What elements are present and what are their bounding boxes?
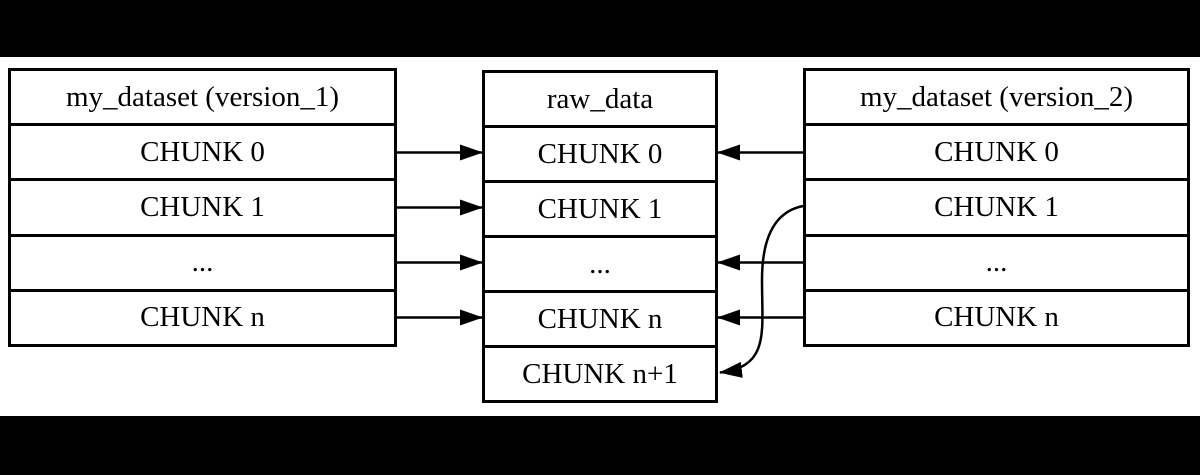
letterbox-top <box>0 0 1200 57</box>
table-row: CHUNK n <box>485 290 715 345</box>
table-row: CHUNK 0 <box>806 123 1187 178</box>
table-my-dataset-version1: my_dataset (version_1) CHUNK 0 CHUNK 1 .… <box>8 68 397 347</box>
table-row: ... <box>485 235 715 290</box>
table-row: CHUNK n+1 <box>485 345 715 400</box>
table-row: CHUNK 1 <box>806 178 1187 233</box>
table-row: CHUNK 0 <box>485 125 715 180</box>
table-version2-title: my_dataset (version_2) <box>859 80 1133 113</box>
table-row: CHUNK 0 <box>11 123 394 178</box>
letterbox-bottom <box>0 416 1200 475</box>
table-version1-title: my_dataset (version_1) <box>65 80 339 113</box>
table-row: CHUNK 1 <box>11 178 394 233</box>
table-my-dataset-version2: my_dataset (version_2) CHUNK 0 CHUNK 1 .… <box>803 68 1190 347</box>
table-row: ... <box>806 233 1187 289</box>
table-row: CHUNK 1 <box>485 180 715 235</box>
table-raw-data: raw_data CHUNK 0 CHUNK 1 ... CHUNK n CHU… <box>482 70 718 403</box>
table-row: CHUNK n <box>806 288 1187 344</box>
table-raw-data-title: raw_data <box>546 82 654 115</box>
table-row: ... <box>11 233 394 289</box>
table-row: CHUNK n <box>11 288 394 344</box>
